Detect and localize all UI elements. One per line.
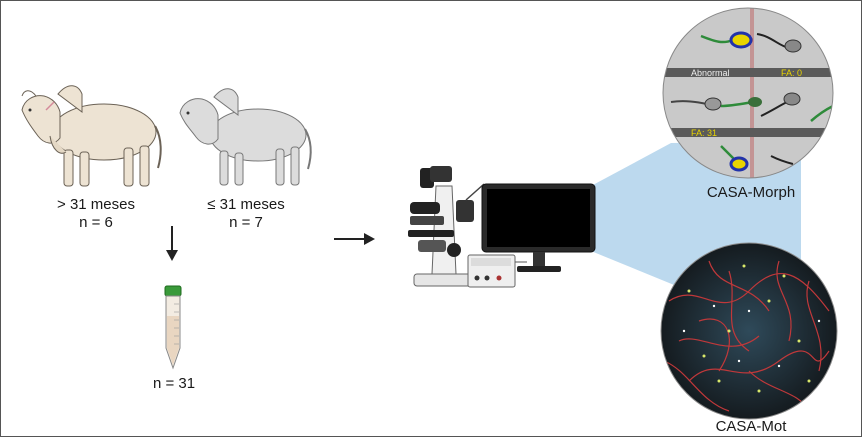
pooled-count: n = 31 [152, 375, 196, 392]
morph-screen-fa2: FA: 31 [691, 128, 717, 138]
group-older-count: n = 6 [79, 214, 113, 231]
monitor-icon [481, 183, 596, 272]
sample-tube-icon [164, 285, 182, 370]
morph-screen-fa: FA: 0 [781, 68, 802, 78]
casa-morph-label: CASA-Morph [706, 184, 796, 201]
arrow-right-icon [334, 233, 375, 245]
morph-screen-abnormal: Abnormal [691, 68, 730, 78]
arrow-down-icon [166, 226, 178, 261]
bull-older-icon [21, 85, 162, 187]
bull-younger-icon [179, 88, 312, 186]
microscope-icon [408, 166, 485, 287]
casa-mot-label: CASA-Mot [715, 418, 787, 435]
group-older-label: > 31 meses [57, 196, 135, 213]
control-box-icon [467, 254, 527, 288]
casa-morph-image: Abnormal FA: 0 FA: 31 [662, 7, 834, 179]
casa-mot-image [660, 242, 838, 420]
group-younger-count: n = 7 [229, 214, 263, 231]
group-younger-label: ≤ 31 meses [207, 196, 285, 213]
